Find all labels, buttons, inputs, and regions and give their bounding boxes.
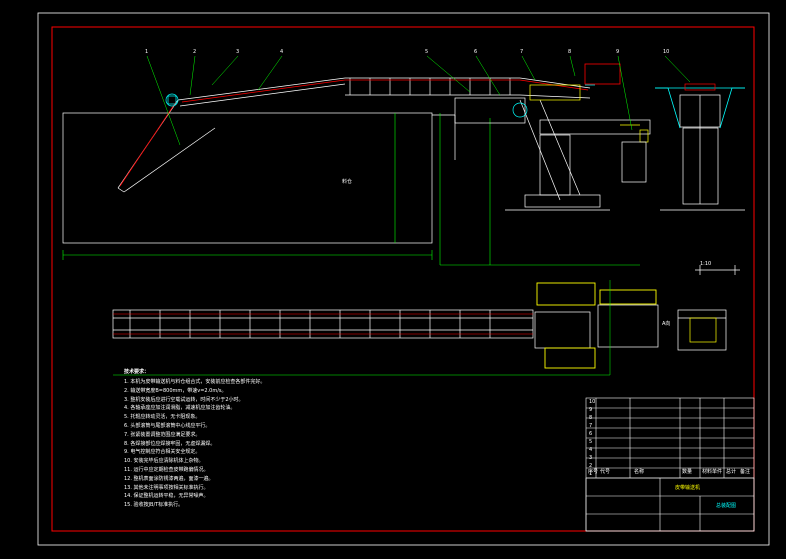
- callout-1: 1: [145, 49, 149, 55]
- callout-10: 10: [663, 49, 670, 55]
- callout-3: 3: [236, 49, 240, 55]
- parts-header-cell: 数量: [682, 469, 693, 475]
- note-line: 13. 其他未注明事项按相关标准执行。: [124, 484, 209, 491]
- parts-header-cell: 代号: [600, 469, 611, 475]
- conveyor-details-cyan: [165, 84, 595, 118]
- note-line: 10. 安装完毕后应清除机体上杂物。: [124, 458, 204, 465]
- detail-views-yellow: [689, 317, 717, 343]
- drawing-frame: [51, 26, 755, 532]
- plan-view-yellow: [536, 282, 657, 369]
- note-line: 8. 各焊接部位应焊接牢固，无虚焊漏焊。: [124, 440, 216, 447]
- parts-row-number: 3: [589, 455, 593, 461]
- callout-7: 7: [520, 49, 524, 55]
- plan-view: [112, 304, 659, 349]
- notes-title: 技术要求：: [124, 369, 150, 375]
- parts-row-number: 2: [589, 463, 593, 469]
- parts-row-number: 10: [589, 399, 596, 405]
- conveyor-front: [117, 77, 651, 211]
- side-view-red: [684, 83, 716, 91]
- parts-header-cell: 序号: [588, 469, 599, 475]
- note-line: 9. 电气控制应符合相关安全规定。: [124, 449, 201, 456]
- note-line: 7. 张紧装置调整范围应满足要求。: [124, 431, 201, 438]
- parts-header-cell: 材料: [702, 469, 713, 475]
- sheet-border: [37, 12, 770, 546]
- parts-row-number: 9: [589, 407, 593, 413]
- bin-label: 料仓: [342, 179, 353, 185]
- detail-views: [677, 265, 740, 351]
- callout-5: 5: [425, 49, 429, 55]
- note-line: 1. 本机为皮带输送机与料仓组合式，安装前应检查各部件完好。: [124, 379, 266, 385]
- note-line: 15. 验收按JB/T标准执行。: [124, 502, 184, 509]
- plan-dimensions: [113, 280, 611, 376]
- parts-header-cell: 名称: [634, 469, 645, 475]
- callout-4: 4: [280, 49, 284, 55]
- note-line: 6. 头部滚筒与尾部滚筒中心线应平行。: [124, 423, 211, 429]
- parts-header-cell: 备注: [740, 469, 751, 475]
- note-line: 11. 运行中应定期检查皮带跑偏情况。: [124, 467, 209, 473]
- side-view-cyan: [655, 87, 745, 129]
- company-name: 总装配图: [716, 503, 737, 509]
- parts-header-cell: 总计: [726, 469, 737, 475]
- parts-row-number: 6: [589, 431, 593, 437]
- callout-9: 9: [616, 49, 620, 55]
- note-line: 14. 保证整机运转平稳，无异常噪声。: [124, 493, 209, 500]
- title-block-grid: [585, 397, 755, 532]
- plan-view-red: [113, 313, 533, 335]
- motor-box: [621, 141, 647, 183]
- parts-row-number: 5: [589, 439, 593, 445]
- callout-6: 6: [474, 49, 478, 55]
- parts-row-number: 1: [589, 471, 593, 477]
- scale-label: 1:10: [700, 261, 712, 267]
- parts-row-number: 4: [589, 447, 593, 453]
- note-line: 2. 输送带宽度B=800mm，带速v=2.0m/s。: [124, 387, 227, 394]
- callout-8: 8: [568, 49, 572, 55]
- note-line: 5. 托辊应转动灵活，无卡阻现象。: [124, 414, 201, 421]
- a-view-label: A向: [662, 321, 671, 327]
- note-line: 3. 整机安装后应进行空载试运转，时间不少于2小时。: [124, 396, 244, 403]
- callout-2: 2: [193, 49, 197, 55]
- parts-row-number: 8: [589, 415, 593, 421]
- drawing-name: 皮带输送机: [675, 485, 701, 491]
- note-line: 4. 各轴承座应加注润滑脂，减速机应加注齿轮油。: [124, 405, 236, 412]
- dimension-lines: [62, 113, 640, 266]
- note-line: 12. 整机表面涂防锈漆两遍，面漆一遍。: [124, 475, 214, 482]
- parts-row-number: 7: [589, 423, 593, 429]
- bin-outline: [62, 112, 456, 244]
- callout-leaders: [146, 55, 691, 146]
- side-view: [660, 94, 745, 211]
- parts-header-cell: 单件: [712, 469, 723, 475]
- conveyor-details-yellow: [529, 84, 649, 143]
